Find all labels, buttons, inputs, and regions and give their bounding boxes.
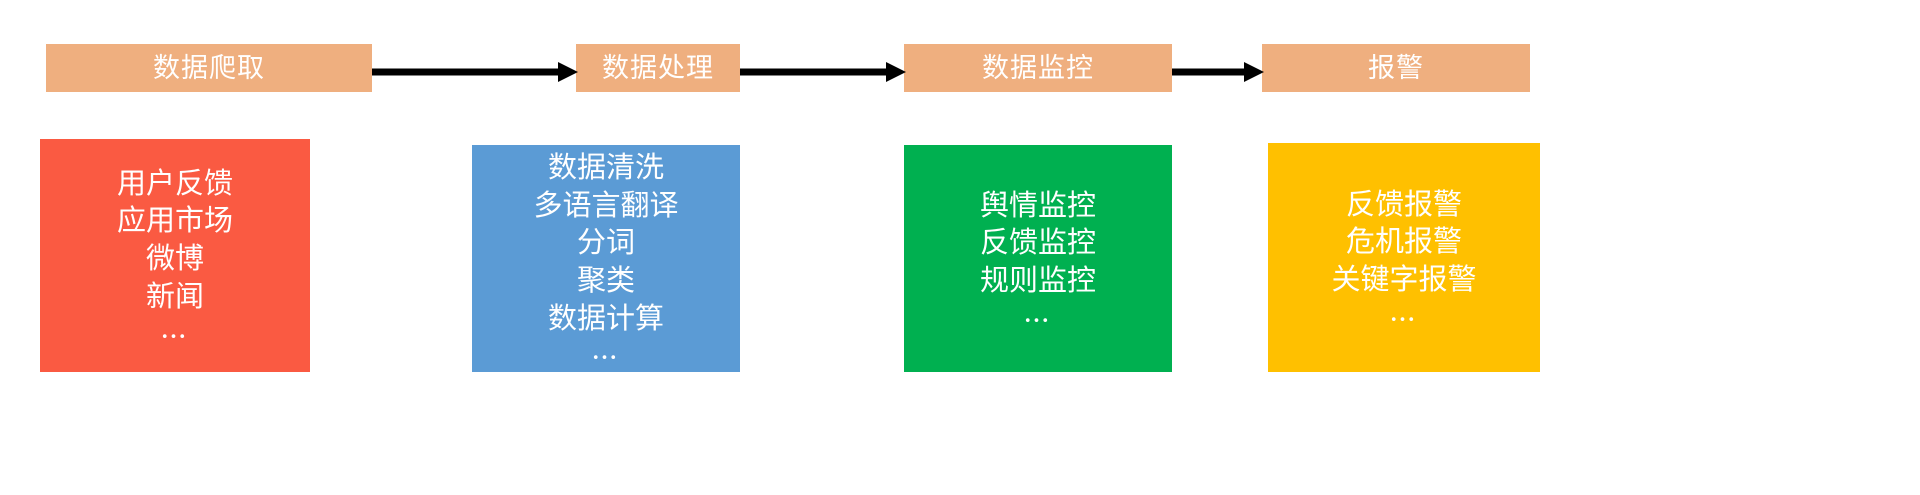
panel-crawl-item-1: 应用市场	[116, 205, 233, 238]
panel-monitor-item-2: 规则监控	[979, 264, 1096, 297]
panel-monitor-item-3: ...	[1024, 301, 1052, 327]
panel-monitor-item-1: 反馈监控	[979, 227, 1096, 260]
panel-crawl-item-0: 用户反馈	[116, 167, 233, 200]
panel-alert-item-1: 危机报警	[1345, 226, 1462, 259]
stage-header-monitor[interactable]: 数据监控	[904, 44, 1172, 92]
panel-monitor[interactable]: 舆情监控 反馈监控 规则监控 ...	[904, 145, 1172, 372]
stage-header-crawl[interactable]: 数据爬取	[46, 44, 372, 92]
arrow-monitor-to-alert	[1172, 62, 1264, 82]
panel-process-item-1: 多语言翻译	[533, 189, 679, 222]
panel-process-item-3: 聚类	[576, 264, 635, 297]
panel-process-item-4: 数据计算	[547, 302, 664, 335]
stage-header-monitor-label: 数据监控	[982, 52, 1094, 83]
stage-header-alert[interactable]: 报警	[1262, 44, 1530, 92]
panel-alert-item-3: ...	[1390, 300, 1418, 326]
stage-header-process[interactable]: 数据处理	[576, 44, 740, 92]
panel-process-item-2: 分词	[576, 227, 635, 260]
arrow-crawl-to-process	[372, 62, 578, 82]
panel-crawl-item-3: 新闻	[145, 280, 204, 313]
stage-header-alert-label: 报警	[1368, 52, 1424, 83]
panel-process-item-5: ...	[592, 339, 620, 365]
panel-alert-item-0: 反馈报警	[1345, 188, 1462, 221]
panel-alert[interactable]: 反馈报警 危机报警 关键字报警 ...	[1268, 143, 1540, 372]
panel-monitor-item-0: 舆情监控	[979, 189, 1096, 222]
panel-crawl-item-4: ...	[161, 317, 189, 343]
stage-header-crawl-label: 数据爬取	[153, 52, 265, 83]
stage-header-process-label: 数据处理	[602, 52, 714, 83]
arrow-process-to-monitor	[740, 62, 906, 82]
panel-crawl[interactable]: 用户反馈 应用市场 微博 新闻 ...	[40, 139, 310, 372]
panel-crawl-item-2: 微博	[145, 243, 204, 276]
panel-alert-item-2: 关键字报警	[1331, 263, 1477, 296]
panel-process-item-0: 数据清洗	[547, 151, 664, 184]
panel-process[interactable]: 数据清洗 多语言翻译 分词 聚类 数据计算 ...	[472, 145, 740, 372]
